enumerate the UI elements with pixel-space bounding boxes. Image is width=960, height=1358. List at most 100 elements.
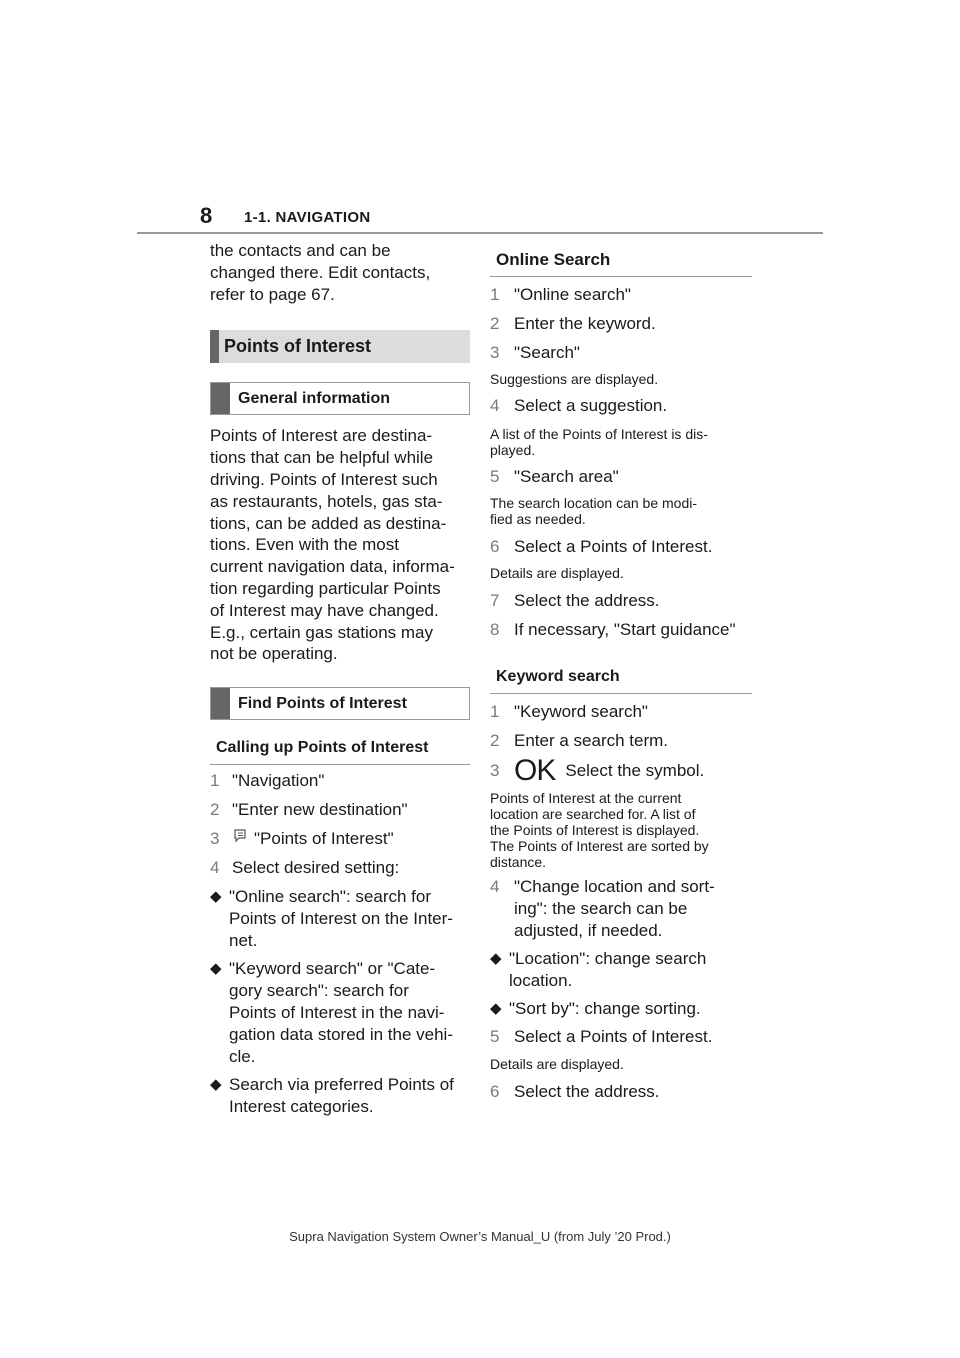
text-line: The Points of Interest are sorted by bbox=[490, 838, 709, 854]
section-title: 1-1. NAVIGATION bbox=[244, 209, 371, 226]
step-text: "Online search" bbox=[514, 285, 631, 304]
text-line: gation data stored in the vehi- bbox=[229, 1025, 453, 1045]
text-line: "Change location and sort- bbox=[514, 877, 715, 896]
step-number: 3 bbox=[210, 829, 220, 849]
bullet-item: ◆ "Keyword search" or "Cate- gory search… bbox=[210, 958, 470, 1068]
step-item: 1 "Keyword search" bbox=[490, 701, 752, 723]
step-item: 3 "Points of Interest" bbox=[210, 828, 470, 850]
bullet-text: "Keyword search" or "Cate- gory search":… bbox=[229, 958, 453, 1068]
text-line: of Interest may have changed. bbox=[210, 600, 439, 620]
bullet-text: "Online search": search for Points of In… bbox=[229, 886, 453, 952]
text-line: gory search": search for bbox=[229, 981, 409, 1001]
right-column: Online Search 1 "Online search" 2 Enter … bbox=[490, 244, 752, 1103]
step-text: Select a suggestion. bbox=[514, 396, 668, 415]
step-item: 4 "Change location and sort- ing": the s… bbox=[490, 876, 752, 942]
header-rule bbox=[137, 232, 823, 234]
text-line: Points of Interest are destina- bbox=[210, 426, 433, 446]
step-text: "Keyword search" bbox=[514, 702, 648, 721]
step-number: 4 bbox=[490, 877, 500, 896]
text-line: Search via preferred Points of bbox=[229, 1075, 454, 1095]
bullet-item: ◆ "Sort by": change sorting. bbox=[490, 998, 752, 1020]
text-line: ing": the search can be bbox=[514, 899, 688, 918]
page-number: 8 bbox=[200, 203, 213, 228]
intro-text: the contacts and can be changed there. E… bbox=[210, 240, 470, 305]
text-line: the Points of Interest is displayed. bbox=[490, 822, 700, 838]
calling-steps: 1 "Navigation" 2 "Enter new destination"… bbox=[210, 770, 470, 1118]
bullet-item: ◆ "Location": change search location. bbox=[490, 948, 752, 992]
step-text: Enter a search term. bbox=[514, 731, 669, 750]
heading-find-points-of-interest: Find Points of Interest bbox=[210, 687, 470, 721]
text-line: The search location can be modi- bbox=[490, 495, 697, 511]
text-line: tions that can be helpful while bbox=[210, 448, 434, 468]
footer-text: Supra Navigation System Owner’s Manual_U… bbox=[289, 1229, 671, 1244]
step-text: Select the address. bbox=[514, 591, 660, 610]
step-number: 7 bbox=[490, 591, 500, 610]
step-item: 2 Enter a search term. bbox=[490, 730, 752, 752]
step-item: 1 "Navigation" bbox=[210, 770, 470, 792]
note-text: Details are displayed. bbox=[490, 565, 624, 581]
step-item: 8 If necessary, "Start guidance" bbox=[490, 619, 752, 641]
keyword-steps: 1 "Keyword search" 2 Enter a search term… bbox=[490, 701, 752, 1103]
text-line: fied as needed. bbox=[490, 511, 586, 527]
bullet-icon: ◆ bbox=[210, 888, 222, 906]
general-info-text: Points of Interest are destina- tions th… bbox=[210, 425, 470, 665]
step-item: 4 Select desired setting: bbox=[210, 857, 470, 879]
heading-points-of-interest: Points of Interest bbox=[210, 330, 470, 364]
step-text: Enter the keyword. bbox=[514, 314, 656, 333]
text-line: "Sort by": change sorting. bbox=[509, 999, 701, 1018]
step-item: 2 "Enter new destination" bbox=[210, 799, 470, 821]
note-text: Points of Interest at the current locati… bbox=[490, 790, 752, 870]
step-number: 6 bbox=[490, 537, 500, 556]
text-line: "Keyword search" or "Cate- bbox=[229, 959, 436, 979]
step-number: 2 bbox=[490, 314, 500, 333]
text-line: distance. bbox=[490, 854, 547, 870]
step-item: 1 "Online search" bbox=[490, 284, 752, 306]
step-item: 3 OK Select the symbol. bbox=[490, 754, 752, 787]
step-text: Select a Points of Interest. bbox=[514, 537, 713, 556]
text-line: as restaurants, hotels, gas sta- bbox=[210, 491, 443, 511]
heading-text: Points of Interest bbox=[224, 336, 372, 357]
text-line: driving. Points of Interest such bbox=[210, 469, 438, 489]
step-item: 2 Enter the keyword. bbox=[490, 313, 752, 335]
step-number: 8 bbox=[490, 620, 500, 639]
step-number: 4 bbox=[210, 858, 220, 878]
note-text: A list of the Points of Interest is dis-… bbox=[490, 426, 752, 458]
bullet-item: ◆ "Online search": search for Points of … bbox=[210, 886, 470, 952]
text-line: cle. bbox=[229, 1047, 256, 1067]
step-number: 6 bbox=[490, 1082, 500, 1101]
step-number: 1 bbox=[490, 702, 500, 721]
heading-general-information: General information bbox=[210, 382, 470, 416]
bullet-icon: ◆ bbox=[210, 1076, 222, 1094]
text-line: A list of the Points of Interest is dis- bbox=[490, 426, 708, 442]
online-steps: 1 "Online search" 2 Enter the keyword. 3… bbox=[490, 284, 752, 641]
step-number: 1 bbox=[210, 771, 220, 791]
bullet-icon: ◆ bbox=[490, 950, 502, 967]
step-number: 3 bbox=[490, 343, 500, 362]
step-text: "Search" bbox=[514, 343, 580, 362]
text-line: not be operating. bbox=[210, 644, 338, 664]
text-line: Points of Interest in the navi- bbox=[229, 1003, 445, 1023]
heading-online-search: Online Search bbox=[490, 244, 752, 277]
ok-icon: OK bbox=[514, 754, 556, 787]
step-number: 1 bbox=[490, 285, 500, 304]
step-number: 2 bbox=[490, 731, 500, 750]
text-line: Points of Interest at the current bbox=[490, 790, 682, 806]
step-number: 5 bbox=[490, 1027, 500, 1046]
bullet-text: "Location": change search location. bbox=[509, 948, 706, 992]
step-item: 5 Select a Points of Interest. bbox=[490, 1026, 752, 1048]
text-line: net. bbox=[229, 931, 258, 951]
intro-line: changed there. Edit contacts, bbox=[210, 262, 431, 282]
heading-text: General information bbox=[238, 389, 391, 407]
bullet-text: Search via preferred Points of Interest … bbox=[229, 1074, 454, 1118]
map-pin-list-icon bbox=[232, 828, 252, 850]
step-text: If necessary, "Start guidance" bbox=[514, 620, 736, 639]
step-text: Select a Points of Interest. bbox=[514, 1027, 713, 1046]
text-line: Points of Interest on the Inter- bbox=[229, 909, 453, 929]
step-text: Select desired setting: bbox=[232, 858, 400, 878]
text-line: Interest categories. bbox=[229, 1097, 374, 1117]
text-line: current navigation data, informa- bbox=[210, 557, 455, 577]
note-text: Suggestions are displayed. bbox=[490, 371, 659, 387]
text-line: tion regarding particular Points bbox=[210, 578, 441, 598]
text-line: played. bbox=[490, 442, 536, 458]
step-text: "Points of Interest" bbox=[254, 829, 394, 849]
